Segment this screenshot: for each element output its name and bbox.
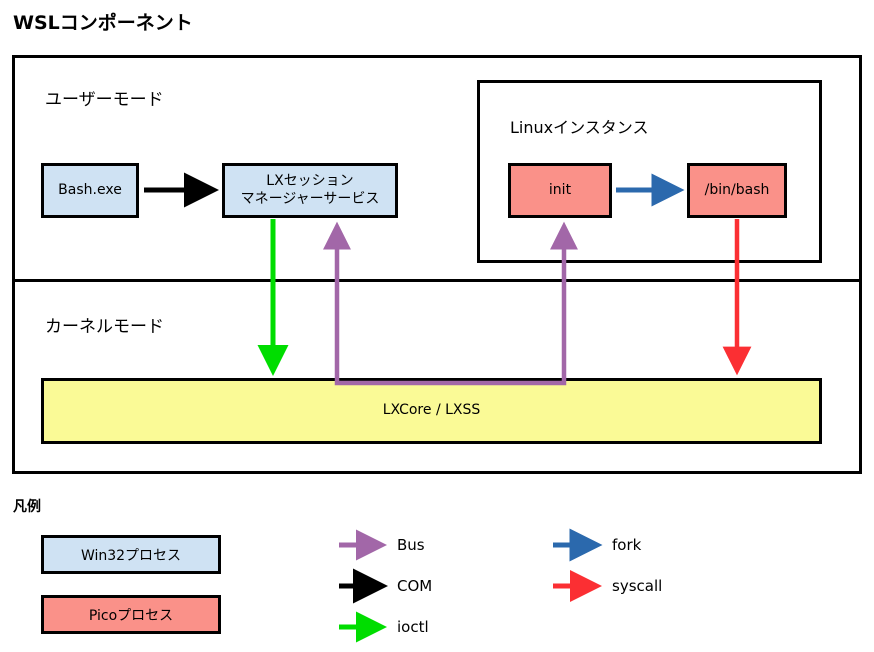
legend-label-com: COM xyxy=(397,577,433,595)
arrow-bus-lxcore-to-init xyxy=(449,221,578,386)
linux-instance-label: Linuxインスタンス xyxy=(510,118,649,137)
legend-label-ioctl: ioctl xyxy=(397,618,429,636)
node-init[interactable]: init xyxy=(508,163,612,218)
node-lxcore-lxss[interactable]: LXCore / LXSS xyxy=(41,378,822,444)
node-init-label: init xyxy=(548,181,572,198)
user-mode-label: ユーザーモード xyxy=(45,90,164,110)
node-lx-session-manager-service[interactable]: LXセッション マネージャーサービス xyxy=(222,163,398,218)
arrow-bus-lxcore-to-lxss xyxy=(323,221,449,386)
legend-label-bus: Bus xyxy=(397,536,425,554)
node-lx-session-manager-line1: LXセッション xyxy=(266,173,354,189)
kernel-mode-label: カーネルモード xyxy=(45,317,164,337)
node-bash-exe-label: Bash.exe xyxy=(58,181,122,198)
legend-swatch-pico-process: Picoプロセス xyxy=(41,595,221,634)
node-lxcore-lxss-label: LXCore / LXSS xyxy=(382,402,481,419)
node-bash-exe[interactable]: Bash.exe xyxy=(41,163,139,218)
legend-swatch-pico-label: Picoプロセス xyxy=(88,607,174,624)
legend-swatch-win32-label: Win32プロセス xyxy=(80,547,182,564)
legend-label-fork: fork xyxy=(612,536,642,554)
legend-label-syscall: syscall xyxy=(612,577,663,595)
node-lx-session-manager-line2: マネージャーサービス xyxy=(240,190,380,207)
legend-title: 凡例 xyxy=(13,499,41,515)
node-bin-bash-label: /bin/bash xyxy=(704,181,770,198)
legend-swatch-win32-process: Win32プロセス xyxy=(41,535,221,574)
page-title: WSLコンポーネント xyxy=(13,12,193,34)
node-bin-bash[interactable]: /bin/bash xyxy=(687,163,787,218)
mode-divider xyxy=(12,279,862,282)
